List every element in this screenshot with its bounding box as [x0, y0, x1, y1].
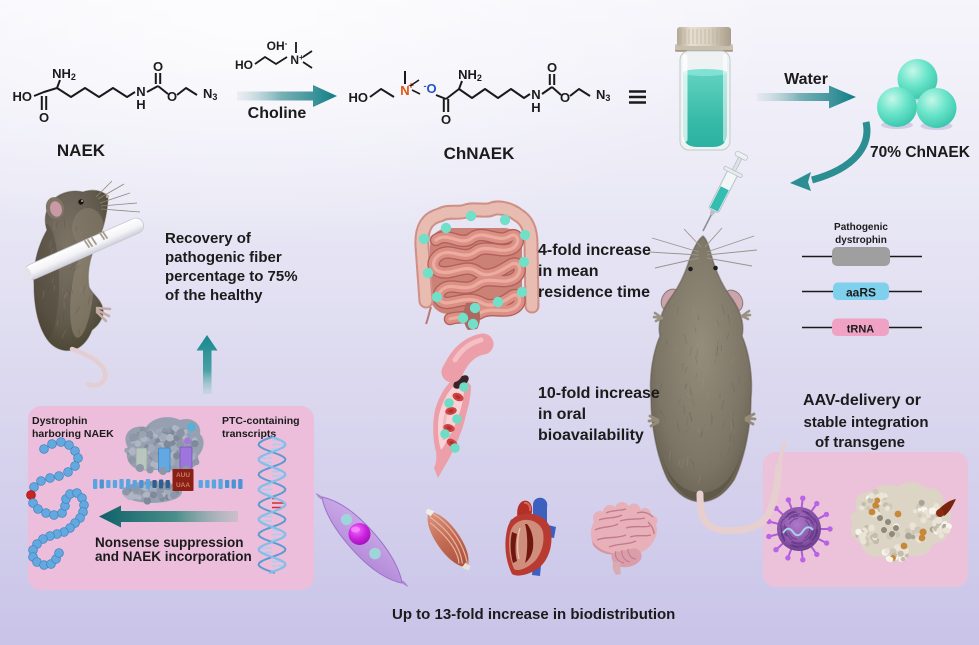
svg-text:O: O — [441, 112, 451, 127]
svg-text:AAV-delivery or: AAV-delivery or — [803, 392, 921, 409]
svg-text:O: O — [547, 60, 557, 75]
svg-text:Pathogenic: Pathogenic — [834, 222, 888, 233]
svg-text:O: O — [39, 110, 49, 125]
svg-text:+: + — [408, 81, 414, 92]
svg-text:70% ChNAEK: 70% ChNAEK — [870, 144, 971, 161]
svg-text:tRNA: tRNA — [847, 324, 875, 336]
svg-text:Dystrophin: Dystrophin — [32, 415, 87, 427]
svg-text:O: O — [167, 89, 177, 104]
svg-text:UAA: UAA — [176, 482, 190, 489]
svg-text:percentage to 75%: percentage to 75% — [165, 268, 298, 285]
svg-text:N: N — [400, 83, 409, 98]
svg-text:PTC-containing: PTC-containing — [222, 415, 300, 427]
svg-text:N: N — [531, 87, 540, 102]
svg-text:Up to 13-fold increase in biod: Up to 13-fold increase in biodistributio… — [392, 606, 675, 623]
svg-text:ChNAEK: ChNAEK — [444, 144, 516, 163]
svg-text:aaRS: aaRS — [846, 286, 876, 300]
svg-text:in mean: in mean — [538, 263, 598, 280]
svg-text:O: O — [560, 90, 570, 105]
svg-text:dystrophin: dystrophin — [835, 235, 887, 246]
svg-text:Recovery of: Recovery of — [165, 230, 252, 247]
svg-text:stable integration: stable integration — [803, 414, 928, 431]
svg-text:transcripts: transcripts — [222, 428, 276, 440]
svg-text:O: O — [153, 59, 163, 74]
svg-text:HO: HO — [349, 90, 369, 105]
svg-text:harboring NAEK: harboring NAEK — [32, 428, 114, 440]
svg-text:NAEK: NAEK — [57, 141, 106, 160]
svg-text:in oral: in oral — [538, 406, 586, 423]
svg-text:Nonsense suppression: Nonsense suppression — [95, 535, 244, 550]
svg-text:Water: Water — [784, 71, 828, 88]
svg-text:H: H — [136, 97, 145, 112]
svg-text:of the healthy: of the healthy — [165, 287, 263, 304]
svg-text:AUU: AUU — [176, 472, 190, 479]
svg-text:OH-: OH- — [267, 39, 288, 53]
svg-text:NH2: NH2 — [52, 66, 76, 82]
svg-text:-O: -O — [423, 81, 436, 96]
svg-text:Choline: Choline — [248, 105, 307, 122]
svg-text:N: N — [136, 84, 145, 99]
svg-text:bioavailability: bioavailability — [538, 427, 644, 444]
svg-text:pathogenic fiber: pathogenic fiber — [165, 249, 282, 266]
svg-text:HO: HO — [235, 58, 253, 72]
svg-text:HO: HO — [13, 89, 33, 104]
svg-text:4-fold increase: 4-fold increase — [538, 242, 651, 259]
svg-text:NH2: NH2 — [458, 67, 482, 83]
svg-text:residence time: residence time — [538, 284, 650, 301]
svg-text:H: H — [531, 100, 540, 115]
svg-text:and NAEK incorporation: and NAEK incorporation — [95, 549, 252, 564]
svg-text:10-fold increase: 10-fold increase — [538, 385, 660, 402]
svg-text:of transgene: of transgene — [815, 434, 905, 451]
